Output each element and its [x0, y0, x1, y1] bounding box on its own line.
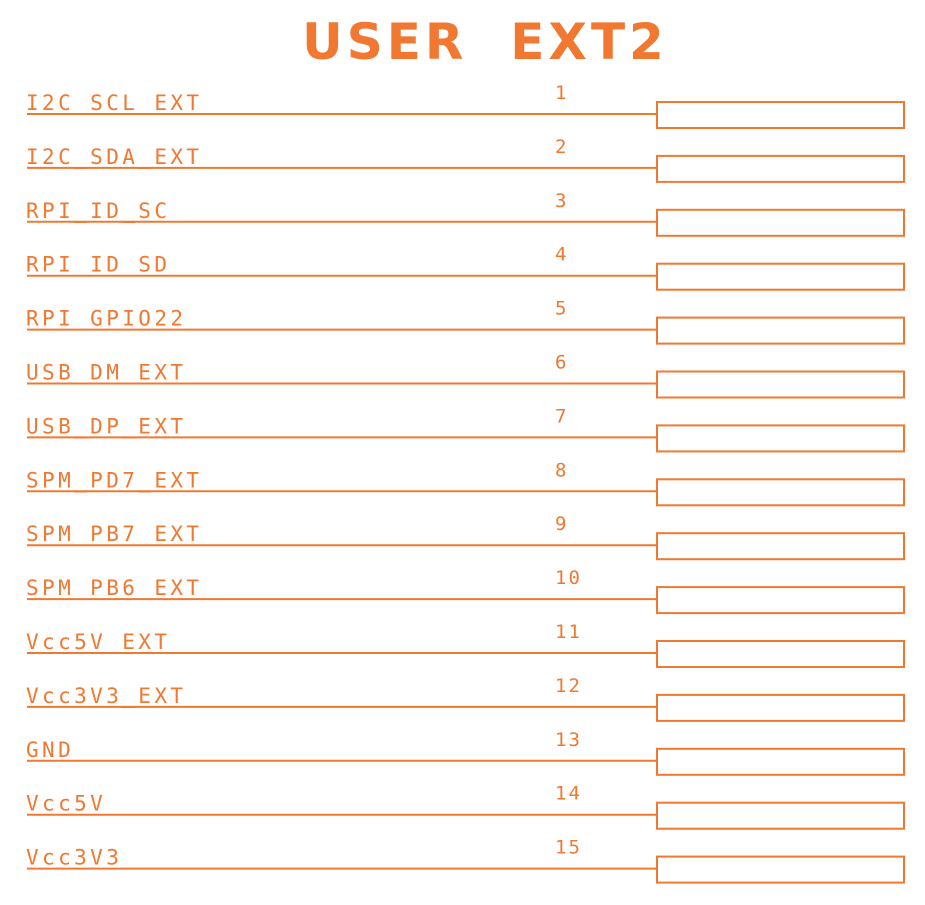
pin-terminal — [656, 640, 905, 668]
pin-terminal — [656, 855, 905, 884]
pin-row: Vcc3V3_EXT 12 — [26, 675, 905, 722]
pin-terminal — [656, 154, 905, 183]
pin-number: 9 — [555, 513, 568, 535]
pin-terminal — [656, 532, 905, 561]
pin-number: 7 — [555, 405, 568, 427]
net-label: Vcc5V — [26, 792, 106, 816]
pin-terminal — [656, 747, 905, 776]
pin-terminal — [656, 478, 905, 507]
pin-row: I2C_SCL_EXT 1 — [26, 82, 905, 129]
pin-row: USB_DP_EXT 7 — [26, 405, 905, 453]
pin-row: SPM_PD7_EXT 8 — [26, 459, 905, 507]
net-label: SPM_PB7_EXT — [26, 522, 202, 546]
pin-row: Vcc3V3 15 — [26, 837, 905, 884]
pin-terminal — [656, 801, 905, 830]
pin-row: RPI_ID_SD 4 — [26, 244, 905, 291]
net-label: USB_DM_EXT — [26, 361, 186, 385]
pin-terminal — [656, 693, 905, 722]
pin-row: RPI_GPIO22 5 — [26, 298, 905, 345]
pin-number: 12 — [555, 675, 582, 697]
pin-number: 15 — [555, 837, 582, 859]
pin-terminal — [656, 370, 905, 399]
pin-number: 5 — [555, 298, 568, 320]
connector-title: USER EXT2 — [302, 13, 668, 71]
pin-terminal — [656, 586, 905, 615]
net-label: I2C_SCL_EXT — [26, 91, 202, 115]
net-label: Vcc3V3_EXT — [26, 684, 186, 708]
pin-number: 13 — [555, 729, 582, 751]
net-label: Vcc5V_EXT — [26, 630, 170, 654]
pin-row: Vcc5V 14 — [26, 783, 905, 830]
pin-number: 11 — [555, 621, 582, 643]
pin-number: 3 — [555, 190, 568, 212]
pin-row: SPM_PB7_EXT 9 — [26, 513, 905, 561]
pin-number: 8 — [555, 459, 568, 481]
pin-terminal — [656, 316, 905, 345]
net-label: SPM_PB6_EXT — [26, 576, 202, 600]
pin-row: USB_DM_EXT 6 — [26, 352, 905, 399]
net-label: RPI_ID_SC — [26, 199, 170, 223]
pin-number: 2 — [555, 136, 568, 158]
pin-terminal — [656, 101, 905, 129]
pin-row: SPM_PB6_EXT 10 — [26, 567, 905, 615]
pin-terminal — [656, 262, 905, 291]
net-label: RPI_GPIO22 — [26, 307, 186, 331]
pin-number: 10 — [555, 567, 582, 589]
net-label: USB_DP_EXT — [26, 414, 186, 438]
net-label: GND — [26, 738, 74, 762]
pin-number: 14 — [555, 783, 582, 805]
pin-terminal — [656, 208, 905, 237]
pin-number: 6 — [555, 352, 568, 374]
net-label: I2C_SDA_EXT — [26, 145, 202, 169]
pin-number: 4 — [555, 244, 568, 266]
pin-terminal — [656, 424, 905, 453]
pin-number: 1 — [555, 82, 568, 104]
pin-row: Vcc5V_EXT 11 — [26, 621, 905, 668]
net-label: SPM_PD7_EXT — [26, 468, 202, 492]
pin-row: RPI_ID_SC 3 — [26, 190, 905, 237]
net-label: RPI_ID_SD — [26, 253, 170, 277]
net-label: Vcc3V3 — [26, 846, 122, 870]
pin-row: I2C_SDA_EXT 2 — [26, 136, 905, 183]
pin-row: GND 13 — [26, 729, 905, 776]
